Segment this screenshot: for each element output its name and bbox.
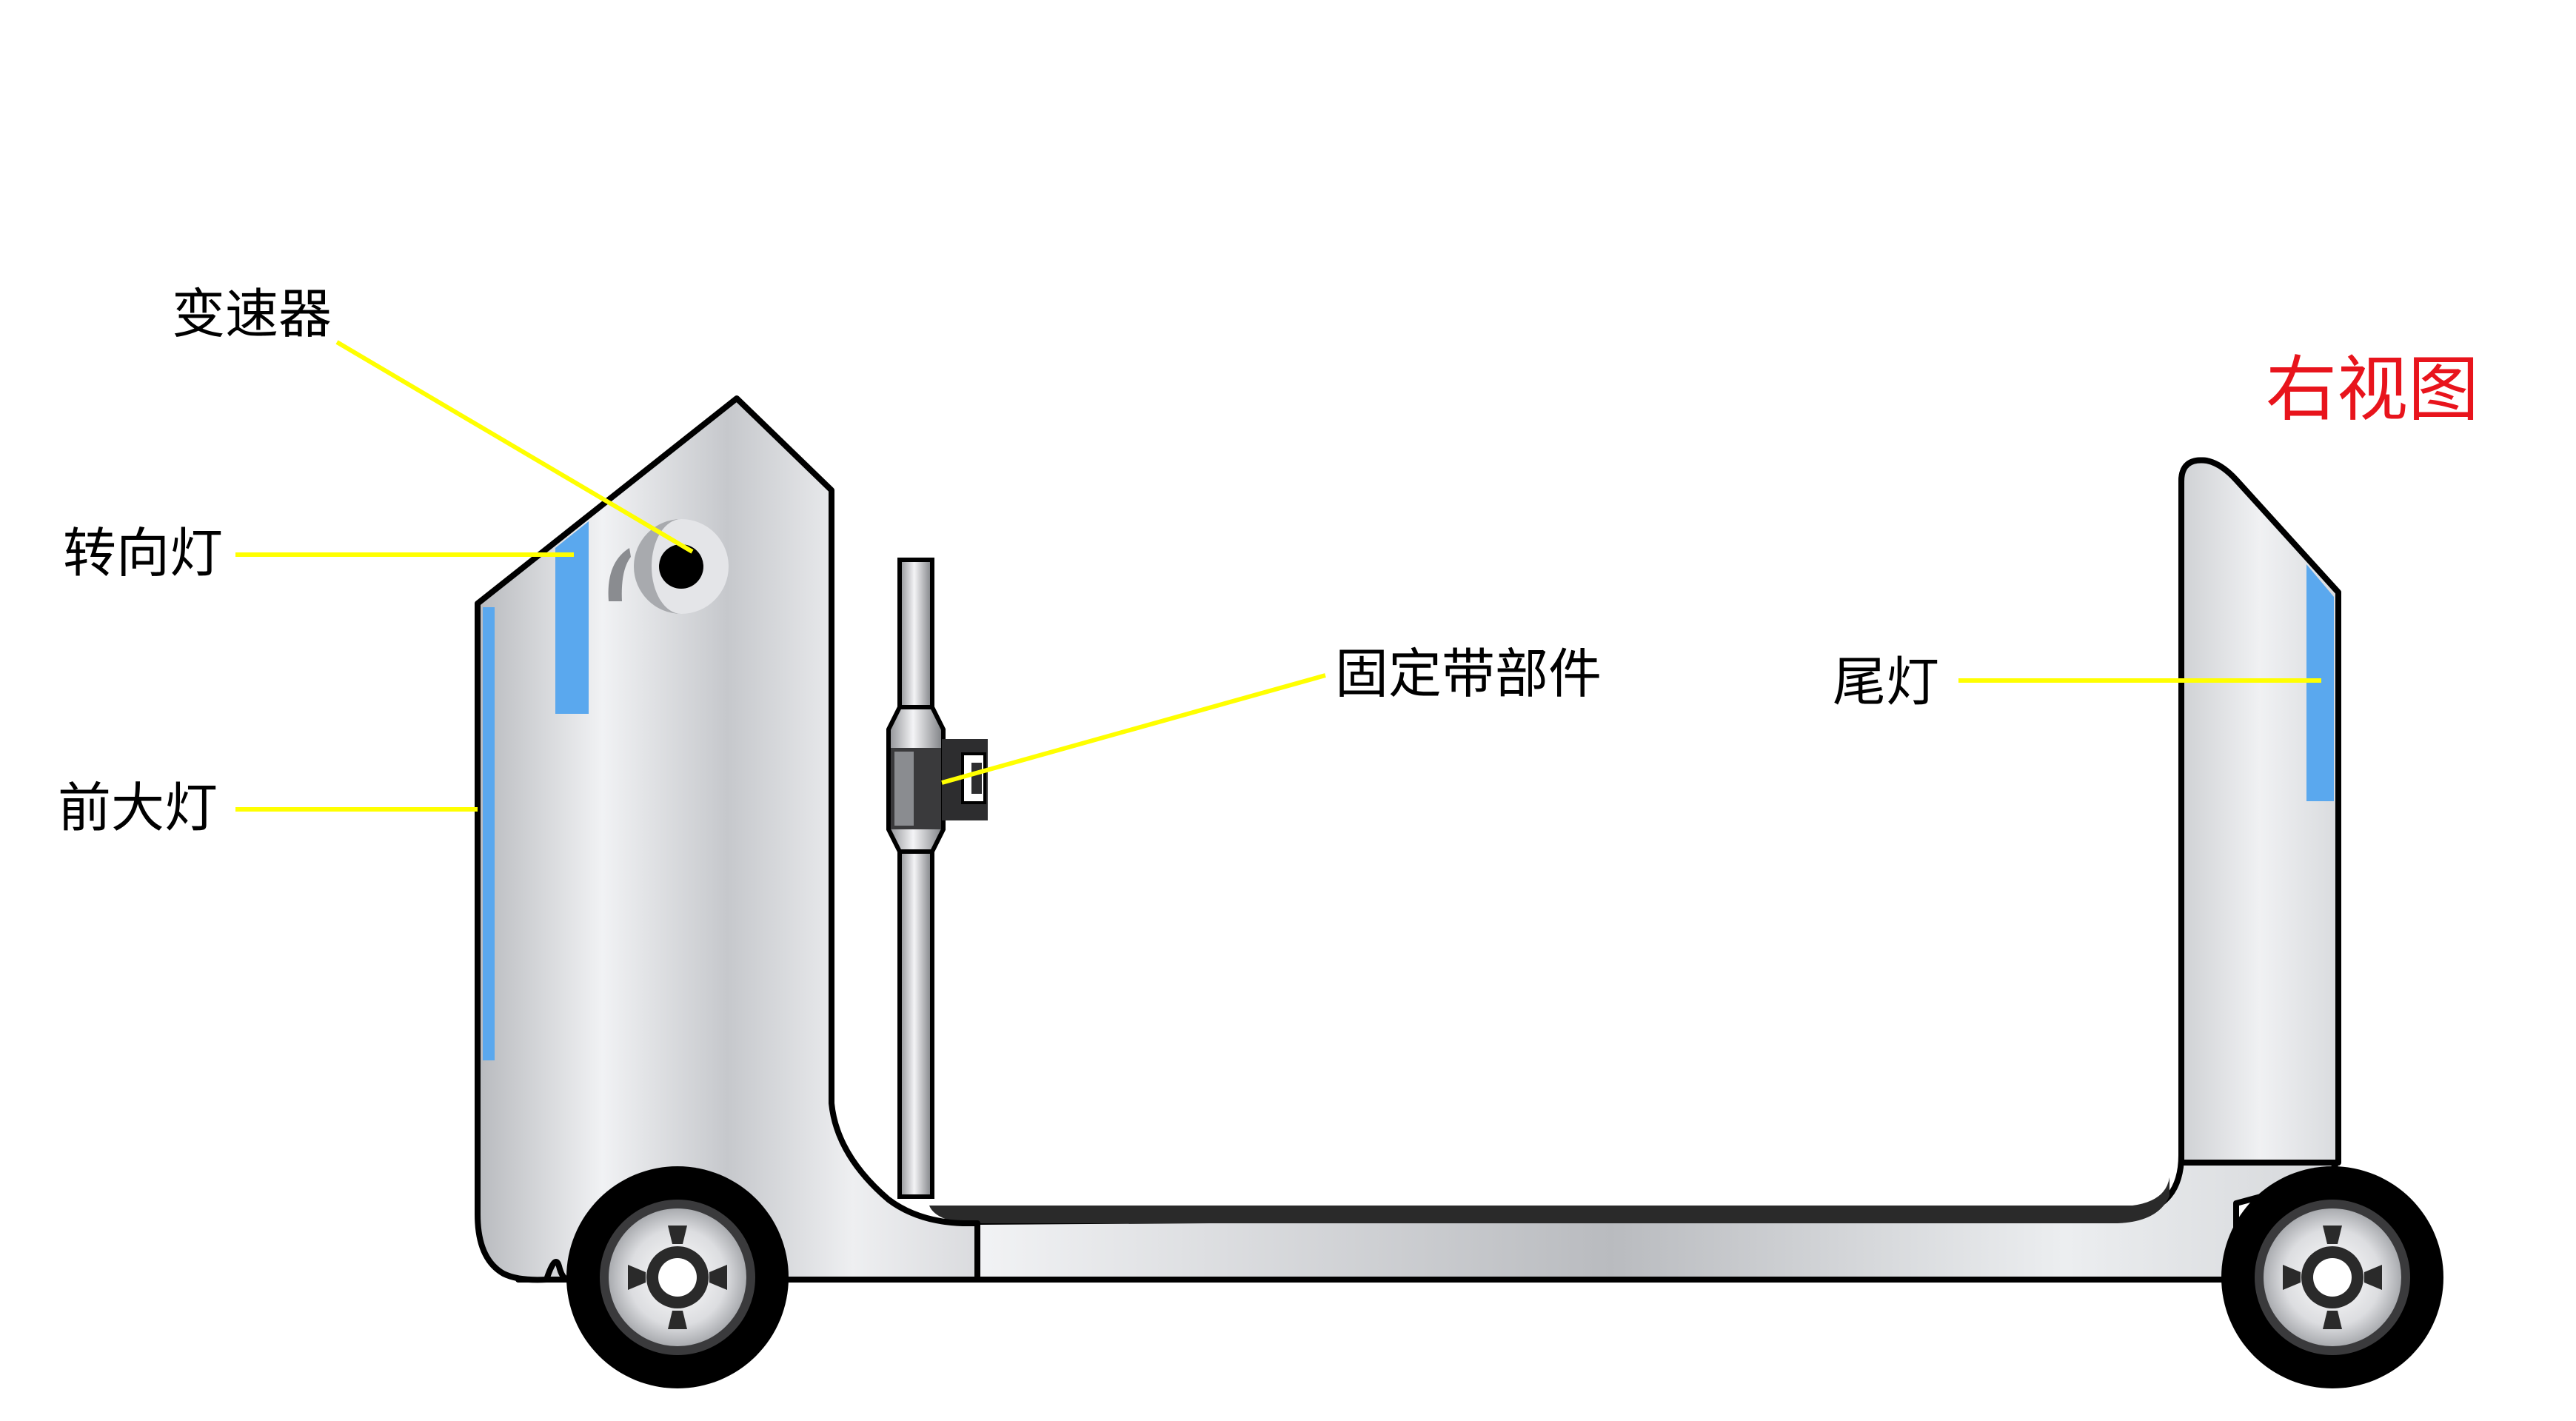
headlight-strip (483, 607, 495, 1060)
front-body (475, 395, 980, 1283)
label-strap-fixture: 固定带部件 (1335, 643, 1602, 705)
view-title: 右视图 (2266, 348, 2479, 431)
label-tail-light: 尾灯 (1833, 651, 1940, 713)
turn-signal-strip (555, 521, 589, 714)
label-transmission: 变速器 (172, 283, 332, 345)
leader-line-strap-fixture (941, 673, 1326, 785)
rear-body (2178, 457, 2341, 1166)
leader-lines (235, 340, 2321, 812)
deck-shadow (929, 1177, 2169, 1223)
front-wheel (566, 1166, 789, 1388)
label-turn-signal: 转向灯 (63, 522, 224, 584)
leader-line-transmission (335, 340, 694, 554)
strap-pole (886, 558, 946, 1199)
rear-wheel (2221, 1166, 2443, 1388)
label-headlight: 前大灯 (58, 777, 218, 839)
transmission-knob (608, 519, 729, 614)
